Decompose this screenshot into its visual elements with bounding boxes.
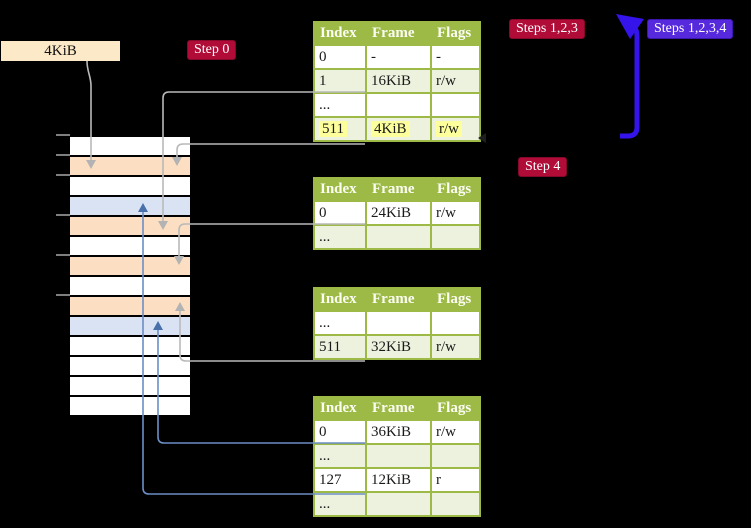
cell-index: 511: [313, 116, 367, 142]
cell-flags: [430, 224, 481, 250]
memory-row-4: [70, 197, 190, 215]
cell-index: 0: [313, 419, 367, 445]
cell-frame: [365, 224, 432, 250]
memory-tick: [56, 214, 70, 216]
cell-flags: [430, 92, 481, 118]
col-header-index: Index: [313, 21, 367, 46]
cell-frame: [365, 443, 432, 469]
cell-index: ...: [313, 224, 367, 250]
cell-index: ...: [313, 491, 367, 517]
cell-flags: r: [430, 467, 481, 493]
memory-tick: [56, 154, 70, 156]
cell-index: 127: [313, 467, 367, 493]
table-row: 511 4KiB r/w: [313, 116, 481, 142]
memory-row-13: [70, 377, 190, 395]
memory-row-1: [70, 137, 190, 155]
table-row: ...: [313, 92, 481, 118]
table-row: ...: [313, 224, 481, 250]
cell-flags: [430, 491, 481, 517]
memory-row-7: [70, 257, 190, 275]
col-header-flags: Flags: [430, 177, 481, 202]
cell-index: ...: [313, 310, 367, 336]
loop-back-arrowhead-icon: [616, 14, 644, 39]
highlighted-value: 4KiB: [371, 120, 410, 137]
page-size-label: 4KiB: [1, 41, 120, 61]
col-header-frame: Frame: [365, 21, 432, 46]
cell-index: 511: [313, 334, 367, 360]
cell-frame: 12KiB: [365, 467, 432, 493]
cell-flags: [430, 443, 481, 469]
col-header-index: Index: [313, 177, 367, 202]
cell-flags: r/w: [430, 419, 481, 445]
highlighted-value: 511: [319, 120, 347, 137]
table-row: ...: [313, 443, 481, 469]
col-header-frame: Frame: [365, 177, 432, 202]
badge-step-0: Step 0: [187, 40, 237, 60]
col-header-index: Index: [313, 396, 367, 421]
cell-frame: 4KiB: [365, 116, 432, 142]
memory-row-8: [70, 277, 190, 295]
loop-back-arrow: [620, 23, 640, 139]
cell-flags: r/w: [430, 116, 481, 142]
cell-frame: [365, 310, 432, 336]
cell-flags: r/w: [430, 68, 481, 94]
memory-row-6: [70, 237, 190, 255]
table-row: ...: [313, 491, 481, 517]
cell-frame: 32KiB: [365, 334, 432, 360]
cell-frame: 36KiB: [365, 419, 432, 445]
memory-row-10: [70, 317, 190, 335]
cell-flags: r/w: [430, 200, 481, 226]
memory-row-3: [70, 177, 190, 195]
highlighted-value: r/w: [436, 120, 462, 137]
cell-flags: -: [430, 44, 481, 70]
cell-index: 0: [313, 44, 367, 70]
memory-row-2: [70, 157, 190, 175]
col-header-flags: Flags: [430, 396, 481, 421]
cell-index: ...: [313, 443, 367, 469]
cell-frame: [365, 92, 432, 118]
memory-tick: [56, 294, 70, 296]
badge-steps-1-2-3: Steps 1,2,3: [509, 19, 585, 39]
cell-index: 1: [313, 68, 367, 94]
memory-row-9: [70, 297, 190, 315]
memory-tick: [56, 174, 70, 176]
memory-tick: [56, 134, 70, 136]
cell-index: ...: [313, 92, 367, 118]
table-row: 0--: [313, 44, 481, 70]
physical-memory-column: [70, 135, 190, 417]
cell-frame: 16KiB: [365, 68, 432, 94]
cell-flags: [430, 310, 481, 336]
memory-row-12: [70, 357, 190, 375]
cell-flags: r/w: [430, 334, 481, 360]
memory-row-11: [70, 337, 190, 355]
badge-step-4: Step 4: [518, 157, 568, 177]
cell-index: 0: [313, 200, 367, 226]
cell-frame: 24KiB: [365, 200, 432, 226]
col-header-flags: Flags: [430, 287, 481, 312]
memory-row-14: [70, 397, 190, 415]
memory-row-5: [70, 217, 190, 235]
memory-tick: [56, 254, 70, 256]
table-row: ...: [313, 310, 481, 336]
col-header-flags: Flags: [430, 21, 481, 46]
col-header-frame: Frame: [365, 287, 432, 312]
cell-frame: -: [365, 44, 432, 70]
cell-frame: [365, 491, 432, 517]
arrow-l4-entry511-to-memory: [176, 143, 365, 157]
col-header-index: Index: [313, 287, 367, 312]
badge-steps-1-2-3-4: Steps 1,2,3,4: [647, 19, 734, 39]
col-header-frame: Frame: [365, 396, 432, 421]
